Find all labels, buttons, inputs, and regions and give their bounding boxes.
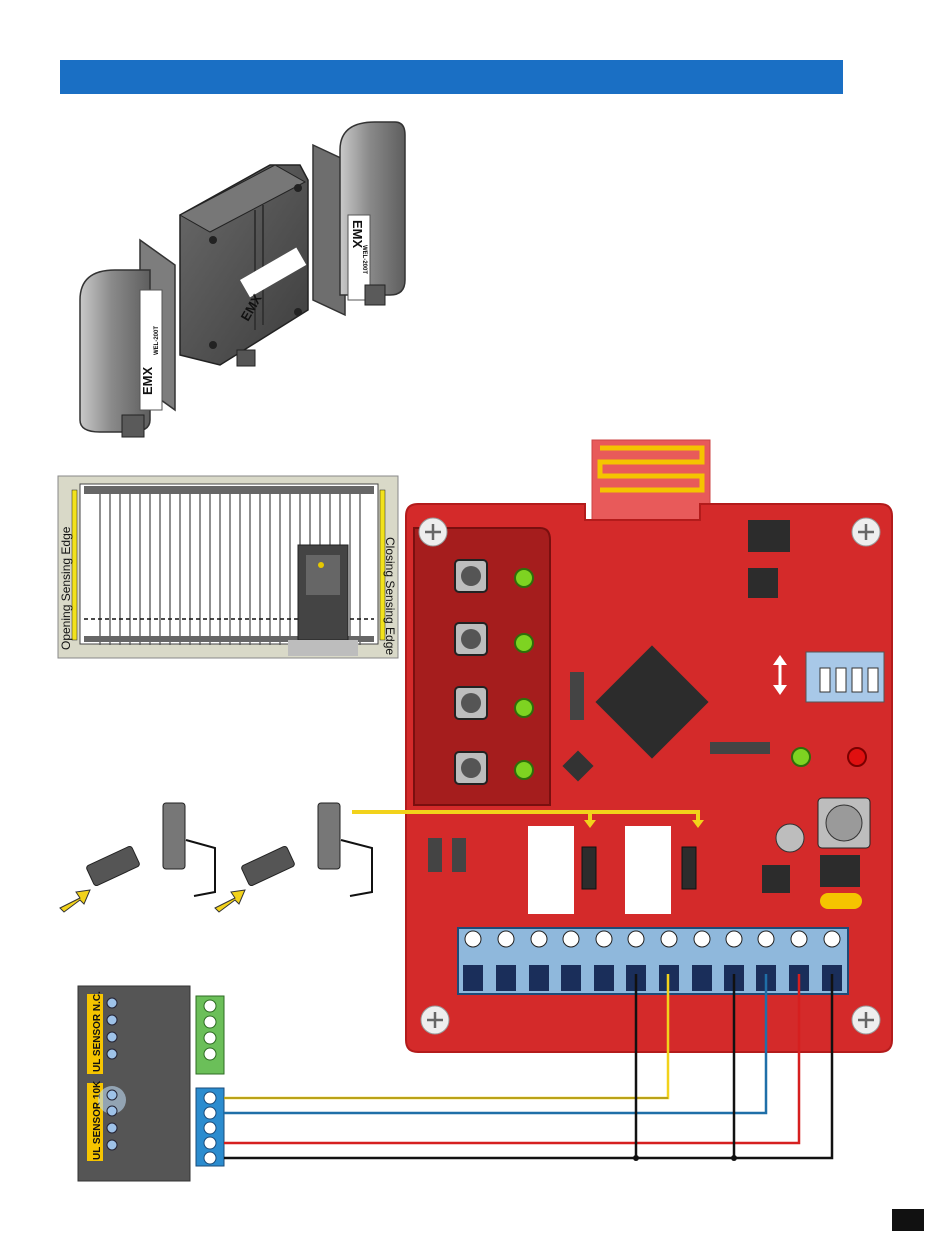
model-right: WEL-200T [361,245,367,274]
jumper-icon [86,803,372,896]
gate-illustration: Opening Sensing Edge Closing Sensing Edg… [58,476,398,658]
transmitter-left: EMX WEL-200T [80,240,175,437]
model-left: WEL-200T [154,326,160,355]
receiver-box: EMX [180,165,308,366]
transmitter-right: EMX WEL-200T [313,122,405,315]
brand-left: EMX [140,367,155,396]
sensor-module: UL SENSOR N.C. UL SENSOR 10K [78,986,224,1181]
page-tab [892,1209,924,1231]
opening-edge-label: Opening Sensing Edge [59,526,73,650]
control-board [406,504,892,1052]
sensor-nc-label: UL SENSOR N.C. [92,991,103,1072]
closing-edge-label: Closing Sensing Edge [383,537,397,655]
arrow-icon [60,890,245,912]
